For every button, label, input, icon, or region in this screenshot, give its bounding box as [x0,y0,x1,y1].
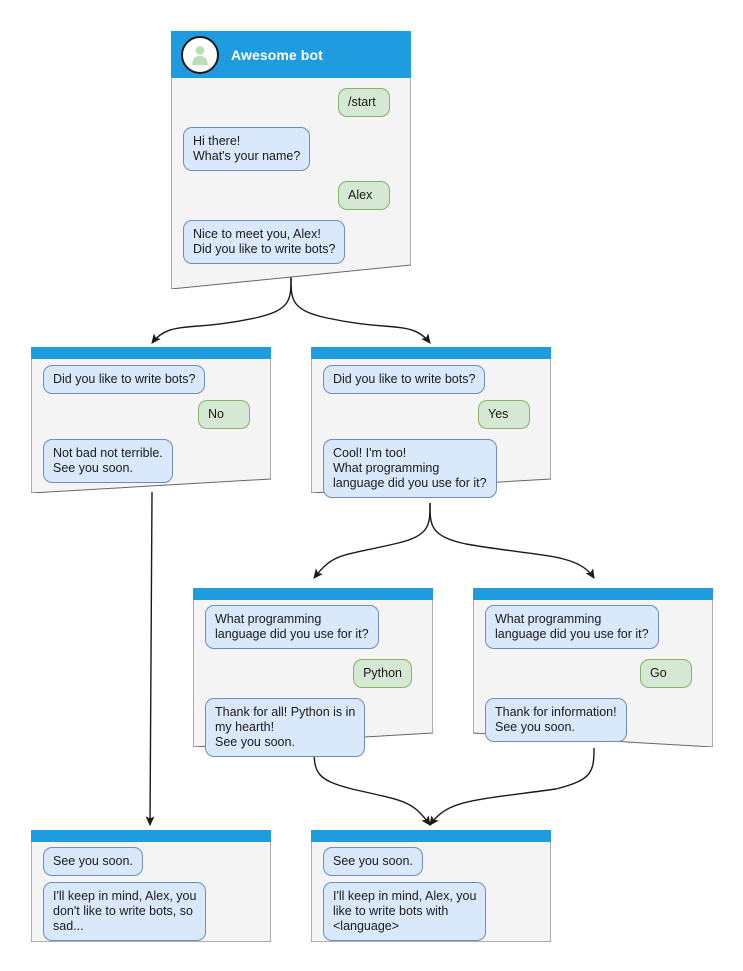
user-message-bubble[interactable]: Go [640,659,692,688]
bot-message-bubble[interactable]: See you soon. [323,847,423,876]
user-message-bubble[interactable]: Python [353,659,412,688]
card-header [311,347,551,361]
card-content: See you soon. I'll keep in mind, Alex, y… [311,830,551,951]
chat-transcript: See you soon. I'll keep in mind, Alex, y… [311,844,551,941]
chat-transcript: Did you like to write bots? No Not bad n… [31,361,271,483]
message-row: Nice to meet you, Alex! Did you like to … [183,220,399,264]
bot-message-bubble[interactable]: Did you like to write bots? [323,365,486,394]
message-row: Thank for all! Python is in my hearth! S… [205,698,421,757]
card-answer-go[interactable]: What programming language did you use fo… [473,588,713,747]
card-end-happy[interactable]: See you soon. I'll keep in mind, Alex, y… [311,830,551,942]
message-row: What programming language did you use fo… [485,605,701,649]
message-row: No [43,400,259,429]
card-header [311,830,551,844]
message-row: Cool! I'm too! What programming language… [323,439,539,498]
message-row: Python [205,659,421,688]
card-header [473,588,713,602]
user-message-bubble[interactable]: No [198,400,250,429]
message-row: Did you like to write bots? [323,365,539,394]
bot-message-bubble[interactable]: I'll keep in mind, Alex, you don't like … [43,882,207,941]
bot-message-bubble[interactable]: Did you like to write bots? [43,365,206,394]
bot-title: Awesome bot [231,46,323,63]
card-header [193,588,433,602]
bot-message-bubble[interactable]: Thank for all! Python is in my hearth! S… [205,698,366,757]
message-row: See you soon. [323,847,539,876]
message-row: I'll keep in mind, Alex, you don't like … [43,882,259,941]
bot-message-bubble[interactable]: What programming language did you use fo… [485,605,659,649]
bot-message-bubble[interactable]: I'll keep in mind, Alex, you like to wri… [323,882,487,941]
edge-yes-to-go [429,502,595,579]
message-row: /start [183,88,399,117]
message-row: Not bad not terrible. See you soon. [43,439,259,483]
card-content: See you soon. I'll keep in mind, Alex, y… [31,830,271,951]
person-avatar-icon [181,35,219,74]
chat-transcript: Did you like to write bots? Yes Cool! I'… [311,361,551,498]
bot-message-bubble[interactable]: Thank for information! See you soon. [485,698,627,742]
card-header: Awesome bot [171,31,411,78]
card-content: Did you like to write bots? Yes Cool! I'… [311,347,551,508]
bot-message-bubble[interactable]: Not bad not terrible. See you soon. [43,439,173,483]
card-end-sad[interactable]: See you soon. I'll keep in mind, Alex, y… [31,830,271,942]
message-row: See you soon. [43,847,259,876]
message-row: Alex [183,181,399,210]
person-glyph [192,45,208,65]
card-content: Awesome bot /start Hi there! What's your… [171,31,411,274]
card-answer-no[interactable]: Did you like to write bots? No Not bad n… [31,347,271,493]
edge-go-to-end-happy [429,747,595,826]
edge-yes-to-python [313,502,431,579]
bot-message-bubble[interactable]: Hi there! What's your name? [183,127,311,171]
message-row: Did you like to write bots? [43,365,259,394]
message-row: Thank for information! See you soon. [485,698,701,742]
bot-message-bubble[interactable]: What programming language did you use fo… [205,605,379,649]
card-header [31,830,271,844]
card-start[interactable]: Awesome bot /start Hi there! What's your… [171,31,411,289]
card-answer-yes[interactable]: Did you like to write bots? Yes Cool! I'… [311,347,551,498]
edge-no-to-end-sad [145,491,155,827]
bot-message-bubble[interactable]: Cool! I'm too! What programming language… [323,439,497,498]
user-message-bubble[interactable]: /start [338,88,390,117]
card-content: What programming language did you use fo… [473,588,713,752]
message-row: Yes [323,400,539,429]
bot-message-bubble[interactable]: Nice to meet you, Alex! Did you like to … [183,220,346,264]
chat-transcript: What programming language did you use fo… [193,602,433,757]
user-message-bubble[interactable]: Alex [338,181,390,210]
card-content: Did you like to write bots? No Not bad n… [31,347,271,493]
message-row: Hi there! What's your name? [183,127,399,171]
user-message-bubble[interactable]: Yes [478,400,530,429]
chat-transcript: See you soon. I'll keep in mind, Alex, y… [31,844,271,941]
chat-transcript: What programming language did you use fo… [473,602,713,742]
card-content: What programming language did you use fo… [193,588,433,767]
message-row: I'll keep in mind, Alex, you like to wri… [323,882,539,941]
message-row: What programming language did you use fo… [205,605,421,649]
card-answer-python[interactable]: What programming language did you use fo… [193,588,433,757]
card-header [31,347,271,361]
message-row: Go [485,659,701,688]
chat-transcript: /start Hi there! What's your name? Alex … [171,78,411,264]
bot-message-bubble[interactable]: See you soon. [43,847,143,876]
